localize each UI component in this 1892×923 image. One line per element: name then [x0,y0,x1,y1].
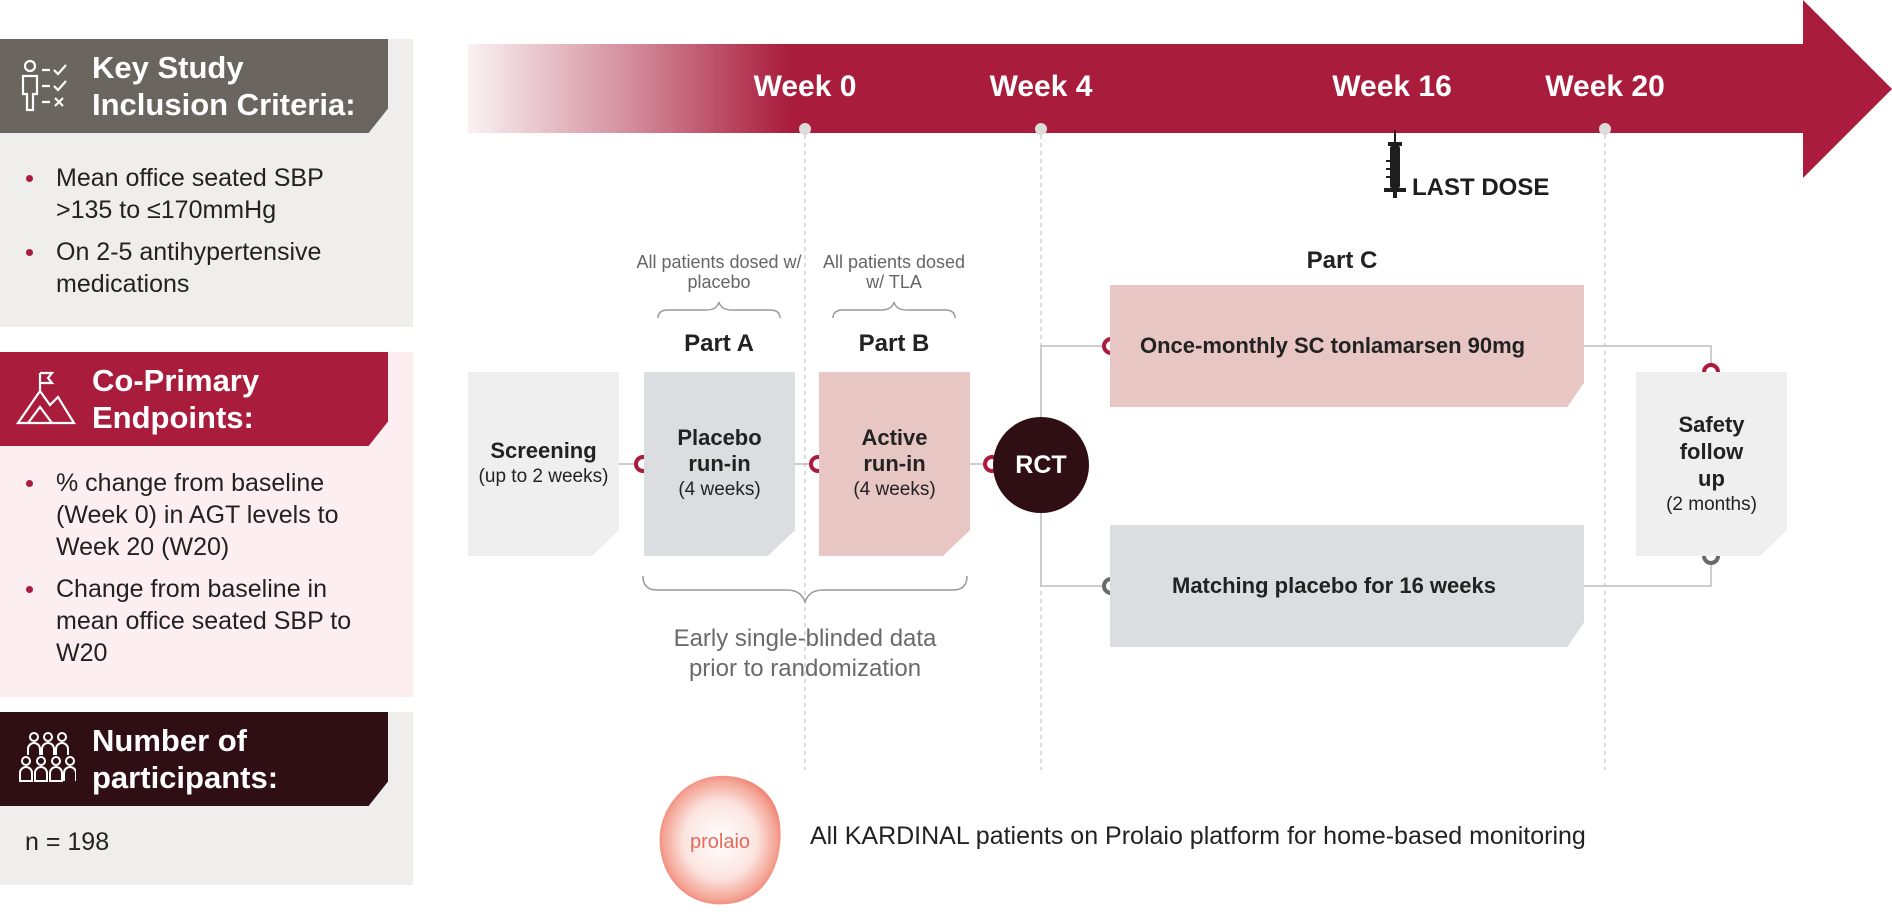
brace-part-b [832,301,956,319]
bullet-dot [26,586,33,593]
participants-count: n = 198 [25,828,110,856]
bullet-dot [26,480,33,487]
list-item: On 2-5 antihypertensive medications [0,236,400,300]
list-item-text: Change from baseline in mean office seat… [56,575,352,667]
part-b-label: Part B [858,330,930,357]
week-20-label: Week 20 [1545,70,1665,103]
syringe-icon [1384,130,1406,198]
last-dose-label: LAST DOSE [1412,174,1550,201]
brace-early [642,575,968,605]
part-b-note: All patients dosed w/ TLA [822,252,966,292]
safety-follow-up-title: Safety follow up [1678,411,1745,491]
list-item: % change from baseline (Week 0) in AGT l… [0,467,400,563]
placebo-run-in-duration: (4 weeks) [678,479,761,500]
once-monthly-box: Once-monthly SC tonlamarsen 90mg [1110,285,1584,407]
screening-duration: (up to 2 weeks) [478,466,609,487]
week-20-tick [1599,123,1611,135]
timeline-arrow [468,0,1892,178]
endpoints-header: Co-Primary Endpoints: [0,352,388,446]
prolaio-description: All KARDINAL patients on Prolaio platfor… [810,822,1586,850]
list-item-text: On 2-5 antihypertensive medications [56,238,322,298]
bullet-dot [26,249,33,256]
brace-part-a [657,301,781,319]
week-0-label: Week 0 [753,70,857,103]
part-c-label: Part C [1306,247,1378,274]
week-4-label: Week 4 [989,70,1093,103]
mountain-flag-icon [16,371,76,425]
matching-placebo-label: Matching placebo for 16 weeks [1172,573,1496,598]
inclusion-header: Key Study Inclusion Criteria: [0,39,388,133]
rct-circle: RCT [993,417,1089,513]
week-4-tick [1035,123,1047,135]
screening-title: Screening [490,438,597,463]
list-item: Change from baseline in mean office seat… [0,573,400,669]
inclusion-list: Mean office seated SBP >135 to ≤170mmHg … [0,162,400,310]
placebo-run-in-box: Placebo run-in (4 weeks) [644,372,795,556]
inclusion-title: Key Study Inclusion Criteria: [92,50,356,122]
safety-follow-up-duration: (2 months) [1666,493,1757,515]
prolaio-logo-text: prolaio [690,831,750,853]
endpoints-list: % change from baseline (Week 0) in AGT l… [0,467,400,679]
week-16-label: Week 16 [1332,70,1452,103]
endpoints-title: Co-Primary Endpoints: [92,363,260,435]
list-item-text: Mean office seated SBP >135 to ≤170mmHg [56,164,324,224]
matching-placebo-box: Matching placebo for 16 weeks [1110,525,1584,647]
connector-match-safety [1584,556,1712,587]
person-checklist-icon [21,59,67,112]
part-a-label: Part A [684,330,754,357]
active-run-in-duration: (4 weeks) [853,479,936,500]
participants-title: Number of participants: [92,723,279,795]
screening-box: Screening (up to 2 weeks) [468,372,619,556]
participants-header: Number of participants: [0,712,388,806]
list-item-text: % change from baseline (Week 0) in AGT l… [56,469,339,561]
early-data-note: Early single-blinded data prior to rando… [673,625,937,682]
people-group-icon [19,732,76,782]
safety-follow-up-box: Safety follow up (2 months) [1636,372,1787,556]
bullet-dot [26,175,33,182]
active-run-in-title: Active run-in [861,425,928,476]
active-run-in-box: Active run-in (4 weeks) [819,372,970,556]
connector-once-safety [1584,345,1712,372]
part-a-note: All patients dosed w/ placebo [636,252,802,292]
list-item: Mean office seated SBP >135 to ≤170mmHg [0,162,400,226]
week-0-tick [799,123,811,135]
once-monthly-label: Once-monthly SC tonlamarsen 90mg [1140,333,1526,358]
placebo-run-in-title: Placebo run-in [677,425,762,476]
prolaio-logo: prolaio [659,775,781,905]
